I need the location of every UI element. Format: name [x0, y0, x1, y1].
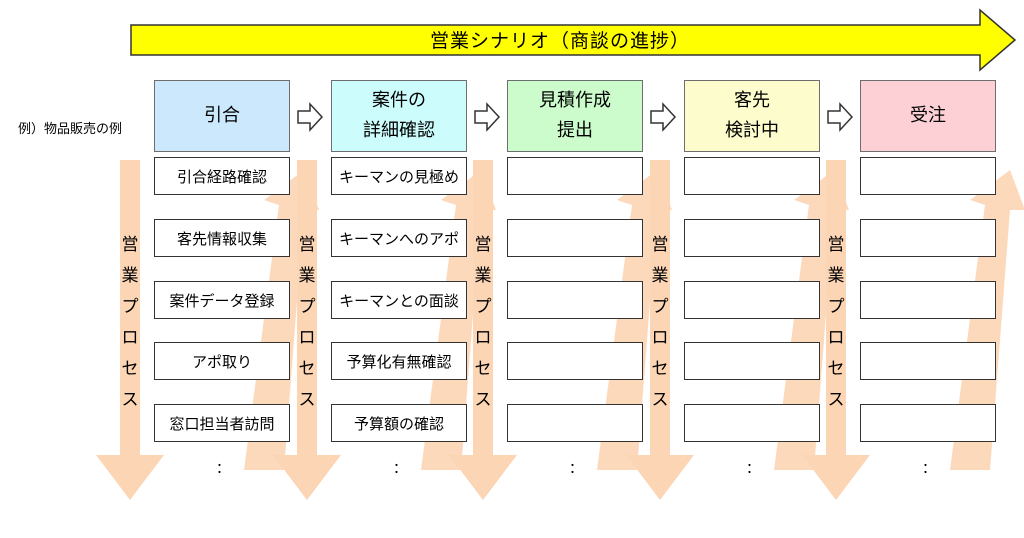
- task-box: [860, 281, 996, 319]
- stage-arrow-icon: [297, 102, 324, 132]
- scenario-banner-arrow: [130, 8, 1017, 72]
- progress-band: [391, 170, 496, 470]
- continuation-ellipsis: ：: [569, 461, 583, 477]
- task-box: 客先情報収集: [154, 219, 290, 257]
- continuation-ellipsis: ：: [746, 461, 760, 477]
- stage-header: 受注: [860, 80, 996, 152]
- stage-header: 案件の 詳細確認: [331, 80, 467, 152]
- scenario-title: 営業シナリオ（商談の進捗）: [429, 29, 690, 52]
- task-box: [860, 219, 996, 257]
- continuation-ellipsis: ：: [922, 461, 936, 477]
- task-box: 予算額の確認: [331, 404, 467, 442]
- task-box: [860, 342, 996, 380]
- progress-band: [567, 170, 672, 470]
- process-label: 営業プロセス: [121, 235, 139, 410]
- progress-band: [920, 170, 1024, 470]
- task-box: [684, 219, 820, 257]
- task-box: キーマンへのアポ: [331, 219, 467, 257]
- continuation-ellipsis: ：: [393, 461, 407, 477]
- process-label: 営業プロセス: [651, 235, 669, 410]
- process-flow-arrow: [802, 160, 870, 500]
- process-flow-arrow: [96, 160, 164, 500]
- task-box: 窓口担当者訪問: [154, 404, 290, 442]
- task-box: 予算化有無確認: [331, 342, 467, 380]
- progress-band: [214, 170, 319, 470]
- task-box: [684, 157, 820, 195]
- process-label: 営業プロセス: [474, 235, 492, 410]
- stage-arrow-icon: [650, 102, 677, 132]
- process-label: 営業プロセス: [827, 235, 845, 410]
- continuation-ellipsis: ：: [216, 461, 230, 477]
- process-label: 営業プロセス: [298, 235, 316, 410]
- progress-band: [744, 170, 849, 470]
- task-box: 引合経路確認: [154, 157, 290, 195]
- task-box: [860, 404, 996, 442]
- stage-arrow-icon: [827, 102, 854, 132]
- stage-header: 引合: [154, 80, 290, 152]
- task-box: [684, 281, 820, 319]
- process-flow-arrow: [273, 160, 341, 500]
- task-box: [507, 157, 643, 195]
- task-box: キーマンとの面談: [331, 281, 467, 319]
- task-box: [860, 157, 996, 195]
- task-box: [507, 219, 643, 257]
- example-label: 例）物品販売の例: [18, 122, 123, 137]
- task-box: キーマンの見極め: [331, 157, 467, 195]
- task-box: 案件データ登録: [154, 281, 290, 319]
- task-box: [684, 342, 820, 380]
- task-box: [507, 404, 643, 442]
- task-box: [684, 404, 820, 442]
- process-flow-arrow: [449, 160, 517, 500]
- stage-header: 客先 検討中: [684, 80, 820, 152]
- process-flow-arrow: [626, 160, 694, 500]
- stage-header: 見積作成 提出: [507, 80, 643, 152]
- task-box: [507, 342, 643, 380]
- task-box: [507, 281, 643, 319]
- stage-arrow-icon: [474, 102, 501, 132]
- task-box: アポ取り: [154, 342, 290, 380]
